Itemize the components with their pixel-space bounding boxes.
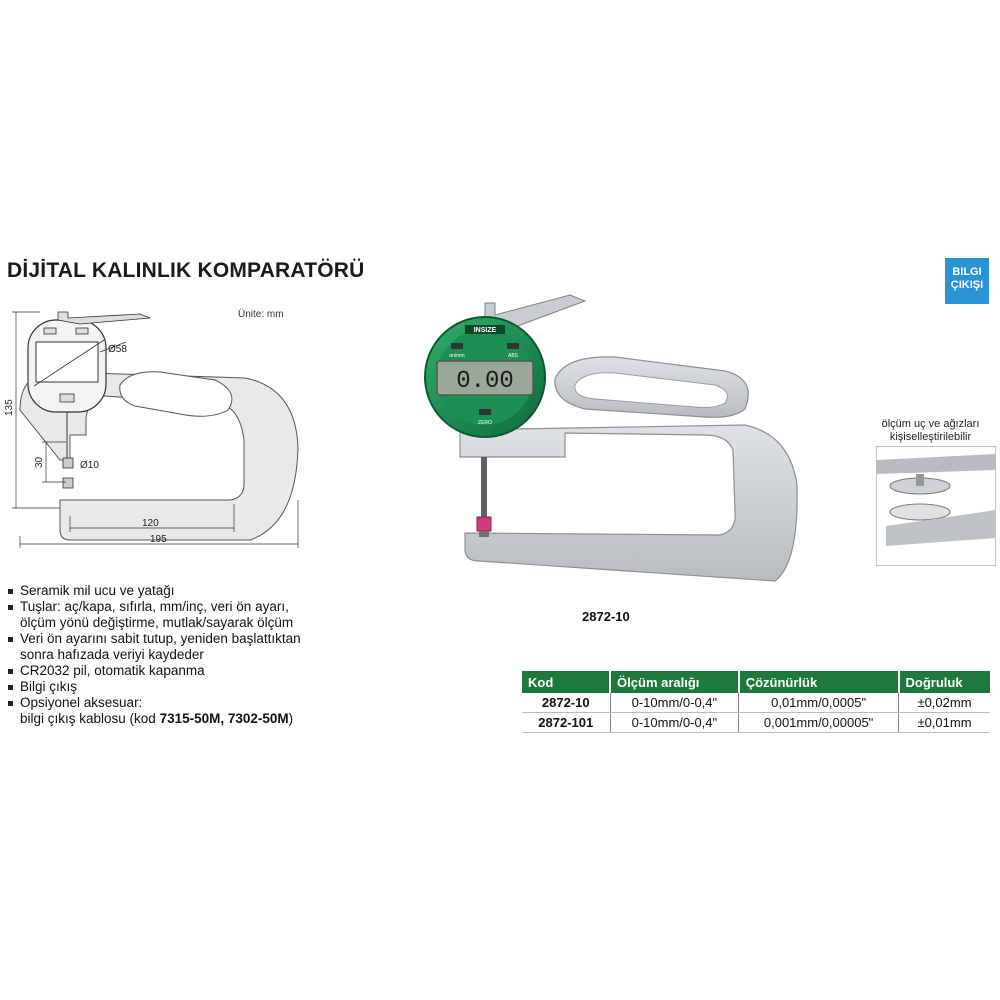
- cable-text-end: ): [288, 711, 294, 726]
- dim-gap: 30: [34, 456, 45, 468]
- dim-depth: 120: [142, 518, 159, 529]
- header-code: Kod: [522, 671, 612, 693]
- feature-item-continued: sonra hafızada veriyi kaydeder: [20, 647, 204, 662]
- cell-resolution: 0,001mm/0,00005": [738, 712, 899, 733]
- feature-item: Veri ön ayarını sabit tutup, yeniden baş…: [6, 631, 346, 647]
- cell-resolution: 0,01mm/0,0005": [738, 693, 899, 713]
- detail-caption-line-1: ölçüm uç ve ağızları: [881, 418, 980, 430]
- cell-accuracy: ±0,02mm: [898, 693, 990, 713]
- dim-length: 195: [150, 534, 167, 545]
- data-output-badge: BILGI ÇIKIŞI: [945, 258, 989, 304]
- model-label: 2872-10: [582, 609, 630, 624]
- header-resolution: Çözünürlük: [738, 671, 900, 693]
- detail-caption-line-2: kişiselleştirilebilir: [889, 431, 972, 443]
- unit-label: Ünite: mm: [238, 309, 284, 320]
- cell-code: 2872-10: [522, 693, 611, 713]
- table-row: 2872-10 0-10mm/0-0,4" 0,01mm/0,0005" ±0,…: [522, 693, 990, 713]
- dim-anvil: Ø10: [80, 460, 99, 471]
- table-row: 2872-101 0-10mm/0-0,4" 0,001mm/0,00005" …: [522, 712, 990, 733]
- anvil-detail-photo: [876, 446, 996, 566]
- cable-codes: 7315-50M, 7302-50M: [159, 711, 289, 726]
- spec-table: Kod Ölçüm aralığı Çözünürlük Doğruluk 28…: [522, 671, 990, 733]
- header-range: Ölçüm aralığı: [610, 671, 740, 693]
- feature-item-continued: ölçüm yönü değiştirme, mutlak/sayarak öl…: [20, 615, 294, 630]
- badge-line-1: BILGI: [952, 266, 982, 278]
- feature-item: Tuşlar: aç/kapa, sıfırla, mm/inç, veri ö…: [6, 599, 346, 615]
- button-label-right: ABS: [508, 353, 519, 359]
- button-label-left: on/mm: [449, 353, 464, 359]
- page-title: DİJİTAL KALINLIK KOMPARATÖRÜ: [7, 259, 365, 282]
- feature-item-continued: bilgi çıkış kablosu (kod 7315-50M, 7302-…: [6, 711, 346, 727]
- button-label-zero: ZERO: [478, 420, 492, 426]
- cell-code: 2872-101: [522, 712, 611, 733]
- cell-range: 0-10mm/0-0,4": [610, 693, 740, 713]
- product-photo: 0.00 INSIZE on/mm ABS ZERO: [424, 294, 798, 582]
- detail-caption: ölçüm uç ve ağızları kişiselleştirilebil…: [868, 418, 993, 444]
- technical-drawing: 135 Ø58 30 Ø10 120 195: [4, 311, 299, 548]
- dim-dial: Ø58: [108, 344, 127, 355]
- table-header-row: Kod Ölçüm aralığı Çözünürlük Doğruluk: [522, 671, 990, 693]
- lcd-reading: 0.00: [456, 368, 514, 395]
- feature-item: Bilgi çıkış: [6, 679, 346, 695]
- dim-height: 135: [4, 399, 15, 416]
- badge-line-2: ÇIKIŞI: [950, 279, 984, 291]
- feature-list: Seramik mil ucu ve yatağı Tuşlar: aç/kap…: [6, 583, 346, 727]
- feature-item: Opsiyonel aksesuar:: [6, 695, 346, 711]
- cell-accuracy: ±0,01mm: [898, 712, 990, 733]
- feature-item: CR2032 pil, otomatik kapanma: [6, 663, 346, 679]
- cell-range: 0-10mm/0-0,4": [610, 712, 740, 733]
- header-accuracy: Doğruluk: [898, 671, 990, 693]
- feature-item: Seramik mil ucu ve yatağı: [6, 583, 346, 599]
- brand-logo: INSIZE: [474, 327, 497, 334]
- cable-text: bilgi çıkış kablosu (kod: [20, 711, 160, 726]
